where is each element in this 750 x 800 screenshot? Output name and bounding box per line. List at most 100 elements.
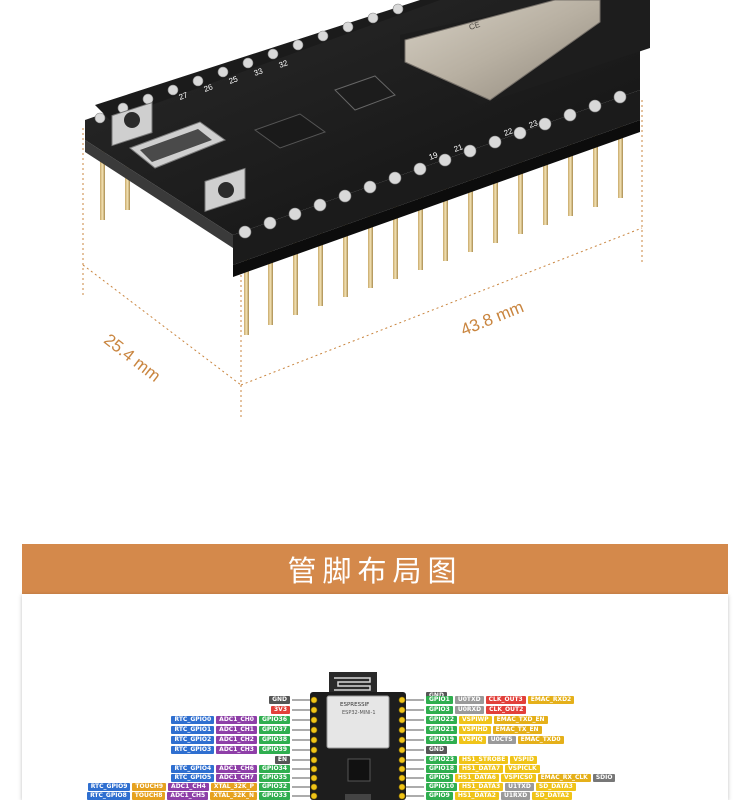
pin-function-tag: GPIO1: [426, 696, 453, 704]
pin-function-tag: ADC1_CH1: [216, 726, 257, 734]
product-photo: CE 27 26 25 33 32 19 21 22 23: [82, 0, 650, 420]
pin-function-tag: RTC_GPIO4: [171, 765, 215, 773]
pin-function-tag: CLK_OUT2: [486, 706, 527, 714]
pin-function-tag: EMAC_TXD_EN: [493, 716, 548, 724]
pin-function-tag: TOUCH8: [131, 792, 166, 800]
pin-function-tag: GPIO39: [258, 746, 290, 754]
pin-function-tag: GPIO3: [426, 706, 453, 714]
pin-function-tag: CLK_OUT3: [485, 696, 526, 704]
pin-function-tag: U1TXD: [505, 783, 534, 791]
pin-function-tag: RTC_GPIO9: [87, 783, 131, 791]
pin-function-tag: GPIO21: [426, 726, 458, 734]
pin-function-tag: GPIO36: [258, 716, 290, 724]
pin-function-tag: EMAC_TX_EN: [492, 726, 542, 734]
pin-function-tag: EMAC_RXD2: [527, 696, 575, 704]
pin-function-tag: RTC_GPIO5: [171, 774, 215, 782]
pin-function-tag: U0TXD: [454, 696, 484, 704]
pin-function-tag: ADC1_CH4: [168, 783, 209, 791]
module-brand: ESPRESSIF: [340, 702, 369, 708]
pin-function-tag: ADC1_CH7: [216, 774, 257, 782]
pin-function-tag: ADC1_CH5: [167, 792, 209, 800]
section-banner: 管脚布局图: [22, 544, 728, 594]
svg-text:26: 26: [203, 82, 215, 94]
pin-function-tag: GPIO23: [426, 756, 458, 764]
pin-function-tag: HS1_DATA2: [454, 792, 499, 800]
pin-function-tag: RTC_GPIO1: [171, 726, 215, 734]
pin-function-tag: GPIO22: [426, 716, 458, 724]
pin-function-tag: ADC1_CH0: [216, 716, 257, 724]
pin-function-tag: SDIO: [592, 774, 616, 782]
pin-function-tag: VSPIHD: [459, 726, 491, 734]
pin-function-tag: 3V3: [271, 706, 290, 714]
pin-function-tag: GPIO32: [258, 783, 290, 791]
svg-text:25: 25: [228, 74, 240, 86]
pin-function-tag: GPIO19: [426, 736, 458, 744]
pin-function-tag: SD_DATA2: [532, 792, 573, 800]
right-pin-row: GND: [426, 746, 447, 754]
pin-function-tag: U0RXD: [454, 706, 485, 714]
pin-function-tag: GND: [426, 746, 447, 754]
pin-function-tag: GPIO18: [426, 765, 458, 773]
pin-function-tag: GPIO34: [258, 765, 290, 773]
svg-text:CE: CE: [468, 20, 481, 32]
left-pin-row: EN: [274, 756, 290, 764]
svg-text:21: 21: [453, 142, 465, 154]
module-shield: [326, 695, 390, 749]
module-model: ESP32-MINI-1: [342, 710, 376, 716]
pin-function-tag: GPIO35: [258, 774, 290, 782]
pin-function-tag: ADC1_CH3: [216, 746, 257, 754]
pin-leader-lines: [292, 699, 424, 797]
pin-function-tag: GPIO5: [426, 774, 453, 782]
pin-function-tag: VSPIWP: [459, 716, 492, 724]
pin-function-tag: GND: [269, 696, 290, 704]
pin-function-tag: RTC_GPIO2: [171, 736, 215, 744]
pin-function-tag: ADC1_CH6: [216, 765, 257, 773]
module-pins-left: [310, 696, 318, 800]
pin-function-tag: VSPICS0: [500, 774, 536, 782]
pin-function-tag: GPIO38: [258, 736, 290, 744]
header-pins-front: [100, 118, 623, 335]
pin-function-tag: EMAC_TXD0: [517, 736, 564, 744]
pin-function-tag: RTC_GPIO0: [171, 716, 215, 724]
pin-function-tag: SD_DATA3: [535, 783, 576, 791]
pin-function-tag: XTAL_32K_P: [210, 783, 257, 791]
pin-function-tag: GPIO33: [258, 792, 290, 800]
reset-button: [204, 167, 246, 213]
svg-text:22: 22: [503, 126, 515, 138]
pin-function-tag: EMAC_RX_CLK: [537, 774, 591, 782]
pin-function-tag: GPIO37: [258, 726, 290, 734]
pin-function-tag: HS1_DATA7: [459, 765, 504, 773]
pin-function-tag: U0CTS: [487, 736, 516, 744]
pin-function-tag: HS1_DATA3: [459, 783, 504, 791]
pin-function-tag: RTC_GPIO3: [171, 746, 215, 754]
header-strip-front: [233, 90, 640, 265]
pin-heads: [94, 3, 627, 239]
left-pin-row: 3V3: [271, 706, 290, 714]
pin-function-tag: VSPIQ: [459, 736, 486, 744]
usb-connector: [128, 121, 227, 169]
pin-function-tag: HS1_DATA6: [454, 774, 499, 782]
pin-function-tag: RTC_GPIO8: [87, 792, 130, 800]
pin-function-tag: ADC1_CH2: [216, 736, 257, 744]
pin-function-tag: GPIO10: [426, 783, 458, 791]
svg-text:33: 33: [253, 66, 265, 78]
pinout-diagram: ESPRESSIF ESP32-MINI-1: [292, 672, 424, 800]
pin-function-tag: HS1_STROBE: [459, 756, 509, 764]
boot-button: [111, 101, 153, 147]
pin-function-tag: U1RXD: [500, 792, 531, 800]
